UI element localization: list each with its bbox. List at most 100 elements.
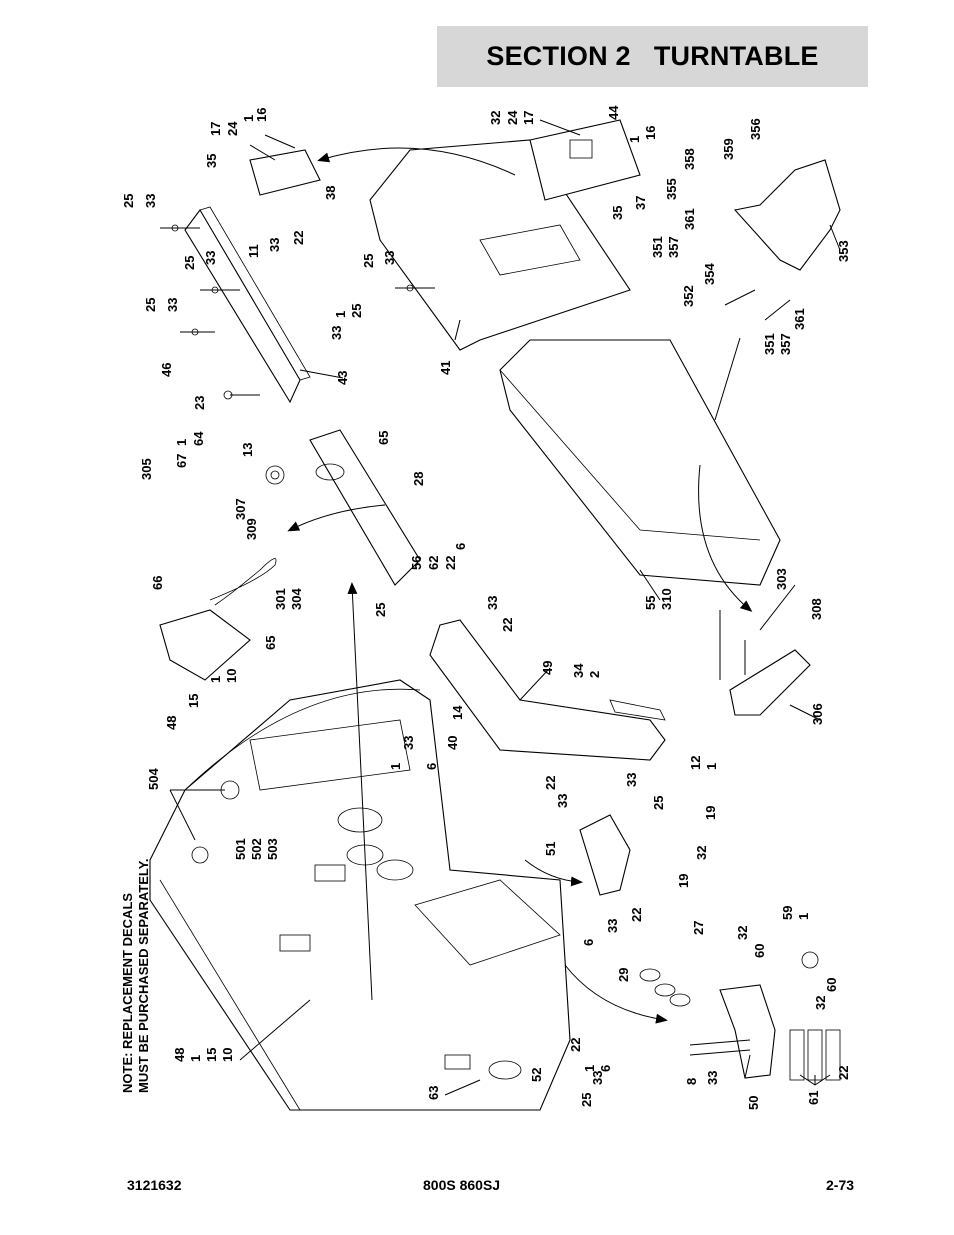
callout-label: 25 (349, 304, 364, 318)
callout-label: 35 (610, 206, 625, 220)
callout-label: 33 (555, 794, 570, 808)
callout-label: 8 (684, 1078, 699, 1085)
callout-label: 357 (666, 236, 681, 258)
callout-label: 40 (445, 736, 460, 750)
callout-label: 351 (650, 236, 665, 258)
callout-label: 10 (220, 1048, 235, 1062)
callout-label: 33 (382, 251, 397, 265)
callout-label: 353 (836, 240, 851, 262)
callout-label: 41 (438, 361, 453, 375)
callout-label: 48 (164, 716, 179, 730)
callout-label: 33 (203, 251, 218, 265)
callout-label: 502 (249, 838, 264, 860)
callout-label: 6 (581, 939, 596, 946)
section-title: SECTION 2 TURNTABLE (486, 41, 819, 71)
callout-label: 24 (505, 110, 520, 125)
callout-label: 12 (688, 756, 703, 770)
callout-label: 361 (792, 308, 807, 330)
page-number: 2-73 (826, 1177, 855, 1193)
callout-label: 22 (543, 776, 558, 790)
callout-label: 63 (426, 1086, 441, 1100)
note-line-1: NOTE: REPLACEMENT DECALS (120, 893, 135, 1093)
callout-label: 51 (543, 842, 558, 856)
callout-label: 25 (373, 603, 388, 617)
callout-label: 62 (426, 556, 441, 570)
callout-label: 44 (606, 105, 621, 120)
callout-label: 305 (139, 458, 154, 480)
leader-lines (169, 119, 841, 1096)
callout-label: 307 (233, 498, 248, 520)
callout-label: 22 (291, 231, 306, 245)
callout-label: 14 (450, 705, 465, 720)
callout-label: 303 (774, 568, 789, 590)
callout-label: 33 (165, 298, 180, 312)
callout-label: 33 (605, 919, 620, 933)
callout-label: 358 (682, 148, 697, 170)
callout-label: 33 (705, 1071, 720, 1085)
callout-label: 6 (453, 543, 468, 550)
callout-label: 310 (659, 588, 674, 610)
callout-label: 22 (568, 1038, 583, 1052)
callout-label: 33 (143, 194, 158, 208)
bracket-65b (159, 609, 251, 681)
callout-label: 1 (188, 1055, 203, 1062)
callout-label: 1 (333, 311, 348, 318)
handle-353 (733, 159, 841, 271)
callout-label: 52 (529, 1068, 544, 1082)
assembly-arrows (287, 147, 753, 1024)
bracket-306 (729, 649, 811, 716)
callout-label: 1 (174, 439, 189, 446)
callout-label: 1 (388, 763, 403, 770)
callout-label: 65 (263, 636, 278, 650)
callout-label: 361 (682, 208, 697, 230)
callout-label: 1 (582, 1065, 597, 1072)
callout-label: 33 (267, 238, 282, 252)
fasteners (160, 224, 819, 1056)
callout-label: 28 (411, 472, 426, 486)
turntable-frame (149, 679, 571, 1111)
callout-label: 355 (664, 178, 679, 200)
callout-label: 22 (836, 1066, 851, 1080)
callout-label: 25 (579, 1093, 594, 1107)
callout-label: 13 (240, 443, 255, 457)
note-line-2: MUST BE PURCHASED SEPARATELY. (136, 858, 151, 1093)
callout-label: 55 (643, 596, 658, 610)
callout-label: 59 (780, 906, 795, 920)
callout-label: 2 (587, 671, 602, 678)
callout-label: 56 (409, 556, 424, 570)
door-38 (249, 149, 321, 196)
callout-label: 1 (627, 136, 642, 143)
hood-55 (499, 339, 781, 586)
callout-label: 352 (681, 285, 696, 307)
callout-label: 33 (401, 736, 416, 750)
callout-label: 301 (273, 588, 288, 610)
callout-label: 17 (521, 111, 536, 125)
callout-label: 309 (244, 518, 259, 540)
cable-301 (209, 558, 277, 606)
callout-label: 46 (159, 363, 174, 377)
callout-label: 65 (376, 431, 391, 445)
plate-43 (184, 206, 311, 404)
callout-label: 23 (192, 396, 207, 410)
callout-label: 64 (191, 431, 206, 446)
callout-label: 50 (746, 1096, 761, 1110)
callout-label: 354 (702, 263, 717, 285)
callout-label: 503 (265, 838, 280, 860)
callout-label: 1 (704, 763, 719, 770)
callout-label: 34 (571, 663, 586, 678)
callout-label: 67 (174, 454, 189, 468)
callout-label: 25 (143, 298, 158, 312)
callout-label: 38 (323, 186, 338, 200)
callout-label: 504 (146, 768, 161, 790)
callout-label: 15 (186, 694, 201, 708)
callout-label: 24 (225, 121, 240, 136)
callout-label: 25 (361, 254, 376, 268)
section-header: SECTION 2 TURNTABLE (437, 26, 868, 87)
callout-label: 33 (329, 326, 344, 340)
callout-label: 19 (676, 874, 691, 888)
door-37 (529, 119, 641, 201)
callout-label: 19 (703, 806, 718, 820)
callout-label: 6 (598, 1065, 613, 1072)
callout-label: 66 (150, 576, 165, 590)
